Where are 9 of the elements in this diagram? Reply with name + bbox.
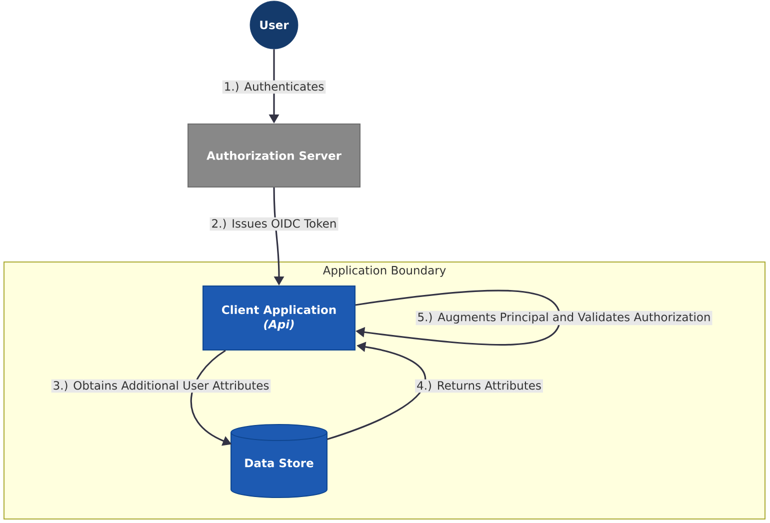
edge-label: 2.) Issues OIDC Token bbox=[210, 217, 338, 231]
edge-label: 4.) Returns Attributes bbox=[415, 379, 543, 393]
arrow bbox=[355, 290, 561, 346]
edge-label: 1.) Authenticates bbox=[222, 80, 326, 94]
application-box: Client Application (Api) bbox=[202, 286, 356, 350]
server-box: Authorization Server bbox=[188, 124, 360, 188]
edge-label: 3.) Obtains Additional User Attributes bbox=[51, 379, 271, 393]
edge-label: 5.) Augments Principal and Validates Authorization bbox=[416, 310, 712, 326]
database-cylinder: Data Store bbox=[230, 424, 328, 498]
